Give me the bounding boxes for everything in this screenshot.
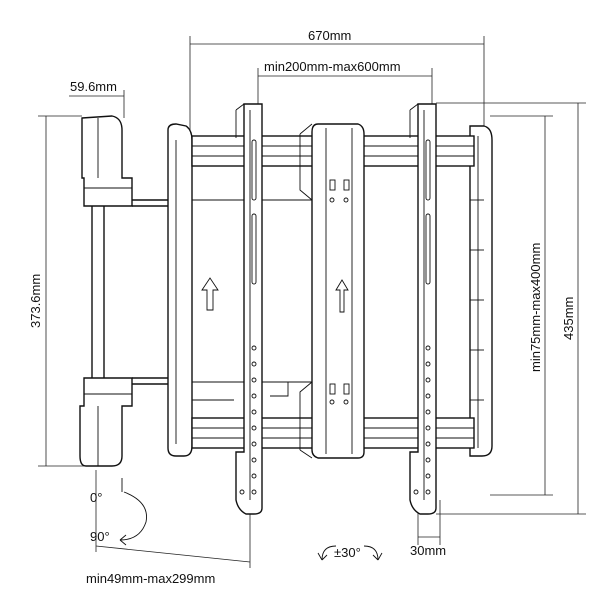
vesa-height-label: min75mm-max400mm (528, 243, 543, 372)
tilt-label: ±30° (334, 545, 361, 560)
vesa-rail-left (235, 103, 263, 515)
arm-height-label: 373.6mm (28, 274, 43, 328)
swivel-start-angle-label: 0° (90, 490, 102, 505)
swivel-rotation-arrow (119, 478, 147, 546)
overall-height-label: 435mm (561, 297, 576, 340)
rail-width-label: 30mm (410, 543, 446, 558)
vesa-width-label: min200mm-max600mm (264, 59, 401, 74)
swivel-end-angle-label: 90° (90, 529, 110, 544)
arm-width-label: 59.6mm (70, 79, 117, 94)
dimension-lines (38, 36, 586, 568)
center-slider-plate (299, 123, 365, 459)
overall-width-label: 670mm (308, 28, 351, 43)
tilt-rotation-arrow (317, 545, 383, 561)
depth-label: min49mm-max299mm (86, 571, 215, 586)
wall-bracket (79, 115, 170, 467)
vesa-rail-right (409, 103, 437, 515)
up-arrow-icon (201, 277, 219, 311)
